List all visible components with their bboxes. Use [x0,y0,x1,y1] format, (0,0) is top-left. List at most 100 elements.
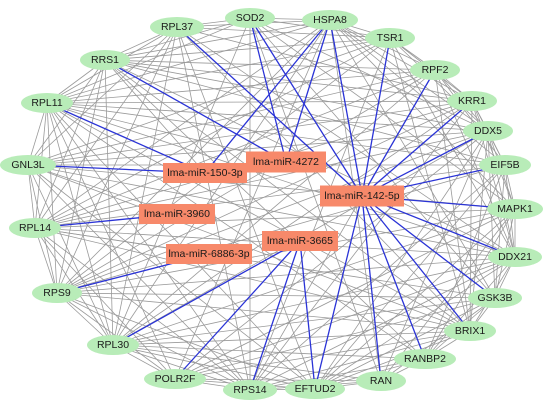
gene-gene-edge [104,59,473,102]
mirna-node-shape [163,163,247,183]
gene-gene-edge [104,59,206,174]
gene-label: RAN [370,375,392,387]
gene-gene-edge [174,19,331,380]
gene-node-rpl11[interactable]: RPL11 [21,93,73,113]
mirna-target-edge [361,195,496,299]
gene-gene-edge [174,256,516,380]
gene-node-rpl37[interactable]: RPL37 [150,17,204,37]
gene-node-gnl3l[interactable]: GNL3L [0,155,56,175]
gene-gene-edge [434,69,471,332]
gene-node-eftud2[interactable]: EFTUD2 [285,379,345,399]
gene-gene-edge [34,164,506,229]
gene-node-gsk3b[interactable]: GSK3B [468,288,522,308]
gene-node-rps9[interactable]: RPS9 [32,283,82,303]
mirna-node-lma-mir-4272[interactable]: lma-miR-4272 [246,151,326,173]
gene-node-shape [410,60,460,80]
gene-label: MAPK1 [497,203,533,215]
gene-node-rps14[interactable]: RPS14 [223,380,277,400]
gene-node-shape [32,283,82,303]
gene-node-rpl14[interactable]: RPL14 [9,218,61,238]
mirna-node-lma-mir-150-3p[interactable]: lma-miR-150-3p [163,163,247,183]
gene-node-polr2f[interactable]: POLR2F [144,369,206,389]
gene-label: RPS14 [233,384,266,396]
gene-node-shape [150,17,204,37]
mirna-target-edge [314,195,363,390]
gene-gene-edge [27,100,473,166]
gene-gene-edge [112,344,382,382]
gene-gene-edge [46,17,251,104]
gene-gene-edge [176,26,471,332]
gene-label: EIF5B [490,159,519,171]
mirna-target-edge [249,17,287,163]
mirna-target-edge [361,195,426,360]
gene-node-shape [394,349,456,369]
mirna-target-edge [249,240,301,391]
gene-node-ddx5[interactable]: DDX5 [463,121,513,141]
mirna-node-lma-mir-3665[interactable]: lma-miR-3665 [262,231,338,251]
gene-label: RPL11 [31,97,62,109]
mirna-target-edge [361,130,489,197]
mirna-target-edge [361,69,436,197]
gene-gene-edge [34,37,391,229]
gene-gene-edge [424,208,516,360]
gene-node-shape [0,155,56,175]
gene-node-rpl30[interactable]: RPL30 [87,335,139,355]
gene-label: RRS1 [91,54,119,66]
mirna-target-edge [361,195,471,332]
gene-node-shape [447,91,497,111]
gene-label: KRR1 [458,95,486,107]
mirna-node-lma-mir-6886-3p[interactable]: lma-miR-6886-3p [166,244,252,264]
gene-gene-edge [34,19,331,229]
gene-gene-edge [27,102,48,166]
gene-node-eif5b[interactable]: EIF5B [479,155,531,175]
gene-gene-edge [104,59,114,346]
gene-gene-edge [27,164,36,229]
gene-gene-edge [34,59,106,229]
gene-node-rpf2[interactable]: RPF2 [410,60,460,80]
gene-gene-edge [34,227,471,332]
gene-node-hspa8[interactable]: HSPA8 [302,10,358,30]
gene-gene-edge [249,17,496,299]
gene-node-sod2[interactable]: SOD2 [225,8,275,28]
gene-node-shape [302,10,358,30]
gene-label: POLR2F [155,373,196,385]
gene-gene-edge [112,100,473,346]
gene-gene-edge [487,130,516,258]
gene-node-mapk1[interactable]: MAPK1 [487,199,543,219]
gene-gene-edge [174,130,489,380]
gene-gene-edge [56,256,516,294]
gene-gene-edge [104,17,251,61]
mirna-node-shape [139,204,215,224]
gene-gene-edge [174,378,382,382]
gene-node-brix1[interactable]: BRIX1 [444,321,496,341]
mirna-label: lma-miR-142-5p [324,190,399,202]
gene-gene-edge [34,26,178,229]
mirna-label: lma-miR-3960 [144,208,210,220]
gene-gene-edge [46,102,176,380]
gene-node-shape [144,369,206,389]
gene-gene-edge [249,100,473,391]
gene-gene-edge [329,19,489,132]
gene-node-ran[interactable]: RAN [356,371,406,391]
mirna-target-edge [329,19,363,197]
gene-node-krr1[interactable]: KRR1 [447,91,497,111]
gene-label: RPS9 [43,287,71,299]
gene-gene-edge [434,69,506,166]
gene-label: RPL37 [161,21,193,33]
gene-node-shape [9,218,61,238]
gene-gene-edge [104,19,331,61]
gene-gene-edge [112,344,316,390]
mirna-label: lma-miR-4272 [253,156,319,168]
gene-label: TSR1 [377,32,404,44]
mirna-node-lma-mir-3960[interactable]: lma-miR-3960 [139,204,215,224]
gene-node-tsr1[interactable]: TSR1 [365,28,415,48]
gene-gene-edge [27,26,178,166]
mirna-node-lma-mir-142-5p[interactable]: lma-miR-142-5p [320,185,404,207]
gene-gene-edge [494,164,506,299]
gene-node-ddx21[interactable]: DDX21 [488,247,542,267]
gene-gene-edge [46,37,391,104]
mirna-target-edge [361,100,473,197]
gene-node-rrs1[interactable]: RRS1 [80,50,130,70]
gene-node-ranbp2[interactable]: RANBP2 [394,349,456,369]
